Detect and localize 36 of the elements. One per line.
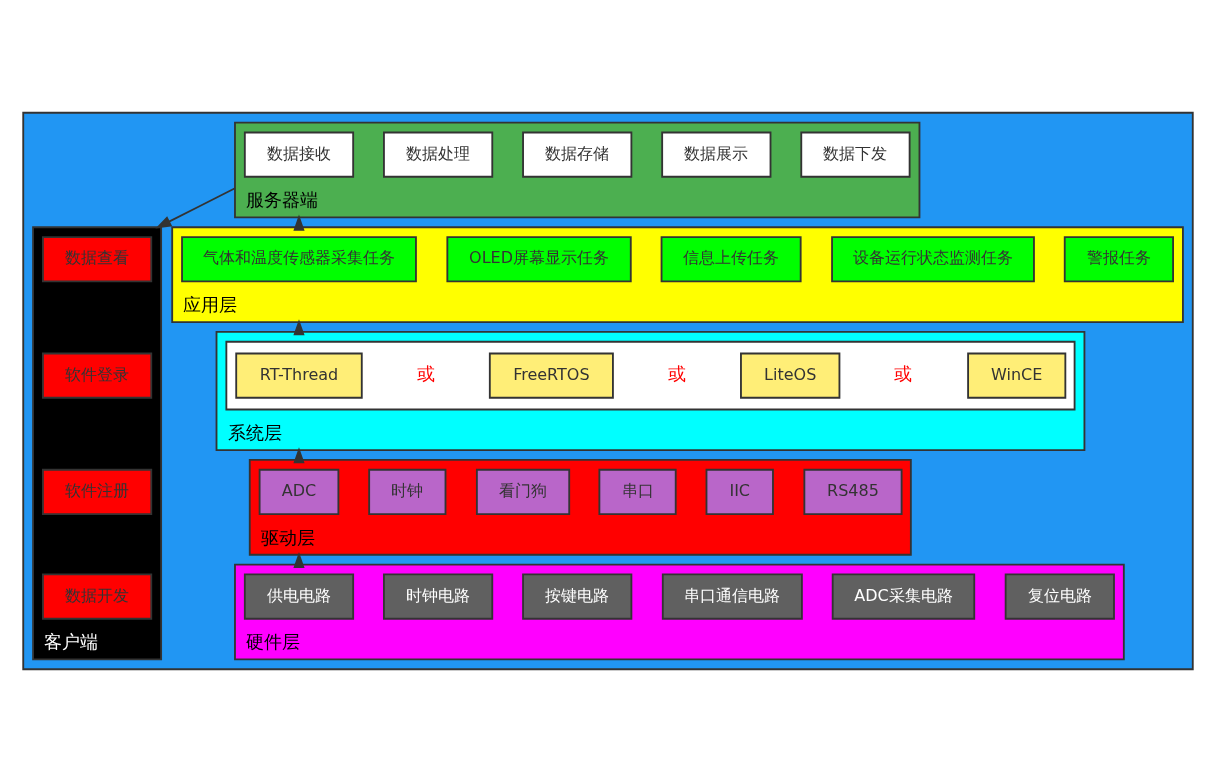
node-box: 数据存储 (522, 131, 633, 178)
node-box: 串口通信电路 (661, 573, 803, 620)
node-box: 数据接收 (243, 131, 355, 178)
label: 或 (667, 362, 686, 384)
node-box: 复位电路 (1004, 573, 1115, 620)
node-box: OLED屏幕显示任务 (446, 236, 632, 283)
node-box: LiteOS (740, 352, 841, 399)
node-box: 设备运行状态监测任务 (831, 236, 1035, 283)
arrow (155, 187, 236, 229)
node-box: 时钟电路 (383, 573, 494, 620)
node-box: ADC采集电路 (831, 573, 976, 620)
node-box: 按键电路 (522, 573, 633, 620)
node-box: 信息上传任务 (660, 236, 802, 283)
node-box: 警报任务 (1063, 236, 1174, 283)
node-box: FreeRTOS (488, 352, 614, 399)
node-box: 时钟 (368, 468, 447, 516)
node-box: 数据下发 (800, 131, 911, 178)
node-box: 看门狗 (475, 468, 571, 516)
node-box: IIC (705, 468, 774, 516)
node-box: 气体和温度传感器采集任务 (181, 236, 417, 283)
cluster (22, 111, 1194, 671)
label: 或 (416, 362, 435, 384)
label: 或 (894, 362, 913, 384)
node-box: RS485 (803, 468, 903, 516)
node-box: 数据处理 (383, 131, 494, 178)
node-box: ADC (258, 468, 340, 516)
node-box: 数据开发 (42, 573, 153, 620)
cluster (225, 340, 1076, 411)
node-box: 供电电路 (243, 573, 355, 620)
node-box: 数据查看 (42, 236, 153, 283)
node-box: RT-Thread (235, 352, 363, 399)
node-box: 软件登录 (42, 352, 153, 399)
node-box: 串口 (598, 468, 677, 516)
node-box: 软件注册 (42, 468, 153, 516)
node-box: WinCE (967, 352, 1067, 399)
node-box: 数据展示 (661, 131, 772, 178)
